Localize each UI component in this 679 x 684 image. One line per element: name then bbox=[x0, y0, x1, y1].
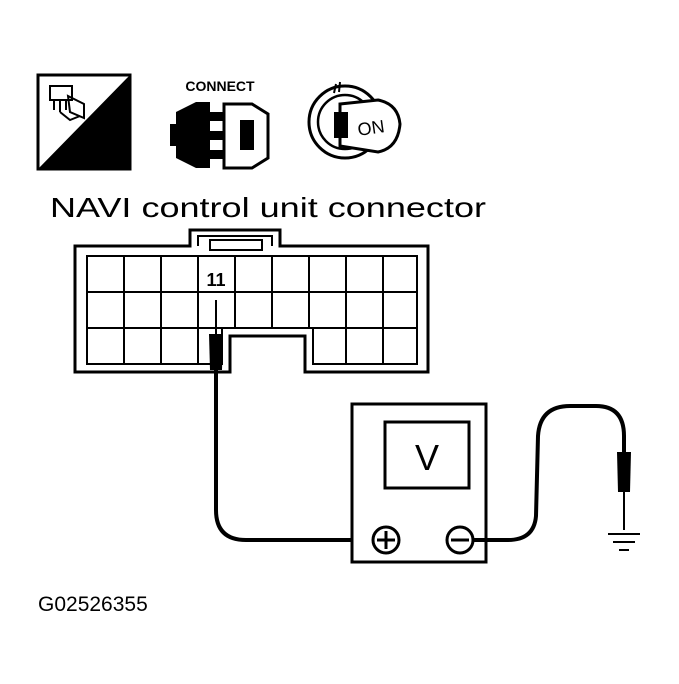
terminal-11-label: 11 bbox=[206, 270, 225, 290]
ignition-on-label: ON bbox=[356, 116, 386, 140]
harness-service-label: H.S. bbox=[63, 143, 106, 168]
figure-id: G02526355 bbox=[38, 593, 148, 616]
ground-symbol bbox=[608, 533, 640, 551]
voltmeter: V bbox=[350, 402, 488, 564]
ignition-on-icon: ON bbox=[307, 81, 402, 160]
navi-connector bbox=[73, 228, 430, 374]
meter-unit-label: V bbox=[415, 437, 439, 478]
connect-icon: CONNECT bbox=[170, 78, 270, 170]
connector-title: NAVI control unit connector bbox=[50, 192, 486, 223]
harness-service-icon: H.S. bbox=[36, 73, 132, 171]
connect-label: CONNECT bbox=[185, 78, 255, 94]
positive-terminal bbox=[371, 525, 401, 555]
positive-probe bbox=[209, 300, 372, 542]
negative-terminal bbox=[445, 525, 475, 555]
negative-lead bbox=[473, 404, 631, 542]
